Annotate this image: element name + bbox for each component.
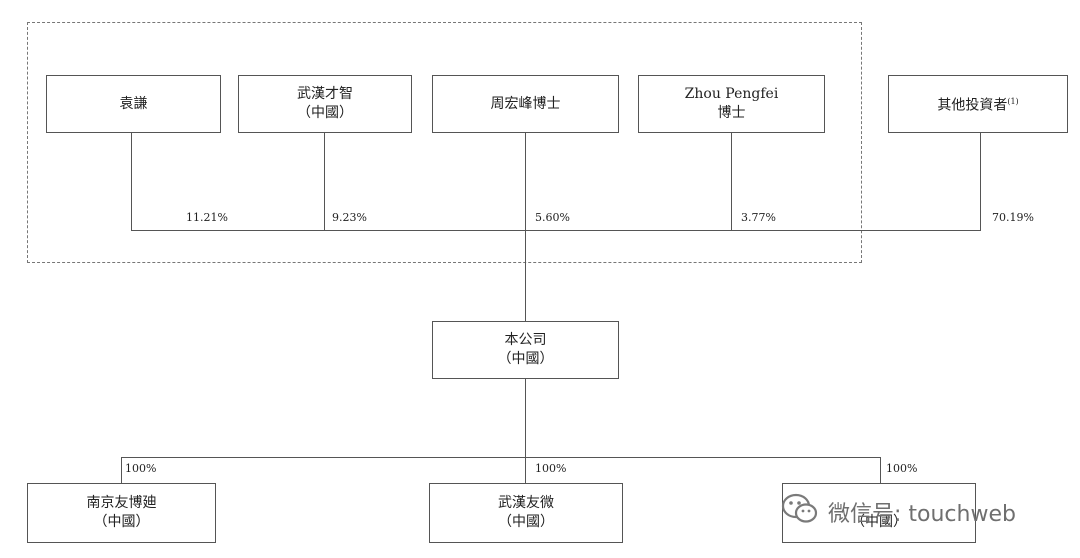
shareholder-name: Zhou Pengfei — [684, 86, 779, 102]
watermark-text: 微信号: touchweb — [828, 502, 1016, 527]
shareholder-name: 武漢才智 — [297, 86, 353, 102]
company-name: 本公司 — [504, 332, 547, 348]
pct-sub-third: 100% — [886, 462, 918, 475]
connector-to-company — [525, 230, 526, 321]
watermark: 微信号: touchweb — [780, 492, 1016, 532]
pct-other-investors: 70.19% — [992, 211, 1034, 224]
shareholder-box-other-investors: 其他投資者(1) — [888, 75, 1068, 133]
subsidiary-bus-line — [121, 457, 881, 458]
company-region: （中國） — [497, 351, 554, 367]
wechat-icon — [780, 491, 820, 533]
shareholder-box-zhou-pengfei: Zhou Pengfei 博士 — [638, 75, 825, 133]
footnote-marker: (1) — [1007, 97, 1019, 107]
connector-sub-nanjing — [121, 457, 122, 483]
shareholder-box-wuhan-caizhi: 武漢才智 （中國） — [238, 75, 412, 133]
shareholder-name: 其他投資者(1) — [937, 97, 1019, 114]
shareholder-box-zhou-hongfeng: 周宏峰博士 — [432, 75, 619, 133]
shareholder-title: 博士 — [717, 105, 746, 121]
connector-yuan-qian — [131, 133, 132, 231]
pct-yuan-qian: 11.21% — [186, 211, 228, 224]
subsidiary-region: （中國） — [498, 514, 554, 530]
shareholder-name: 周宏峰博士 — [490, 95, 561, 112]
connector-from-company — [525, 379, 526, 483]
connector-other-investors — [980, 133, 981, 231]
subsidiary-name: 武漢友微 — [498, 495, 554, 511]
shareholder-region: （中國） — [297, 105, 353, 121]
shareholder-bus-line — [131, 230, 981, 231]
company-box: 本公司 （中國） — [432, 321, 619, 379]
pct-wuhan-caizhi: 9.23% — [332, 211, 367, 224]
subsidiary-box-wuhan-youwei: 武漢友微 （中國） — [429, 483, 623, 543]
subsidiary-region: （中國） — [93, 514, 150, 530]
connector-zhou-hongfeng — [525, 133, 526, 231]
shareholder-name: 袁謙 — [119, 95, 148, 112]
connector-wuhan-caizhi — [324, 133, 325, 231]
pct-sub-wuhan-youwei: 100% — [535, 462, 567, 475]
shareholder-box-yuan-qian: 袁謙 — [46, 75, 221, 133]
pct-zhou-pengfei: 3.77% — [741, 211, 776, 224]
subsidiary-box-nanjing: 南京友博廸 （中國） — [27, 483, 216, 543]
connector-zhou-pengfei — [731, 133, 732, 231]
pct-zhou-hongfeng: 5.60% — [535, 211, 570, 224]
subsidiary-region: （中國） — [851, 514, 907, 530]
shareholder-group-boundary — [27, 22, 862, 263]
subsidiary-name: 南京友博廸 — [86, 495, 157, 511]
connector-sub-third — [880, 457, 881, 483]
pct-sub-nanjing: 100% — [125, 462, 157, 475]
